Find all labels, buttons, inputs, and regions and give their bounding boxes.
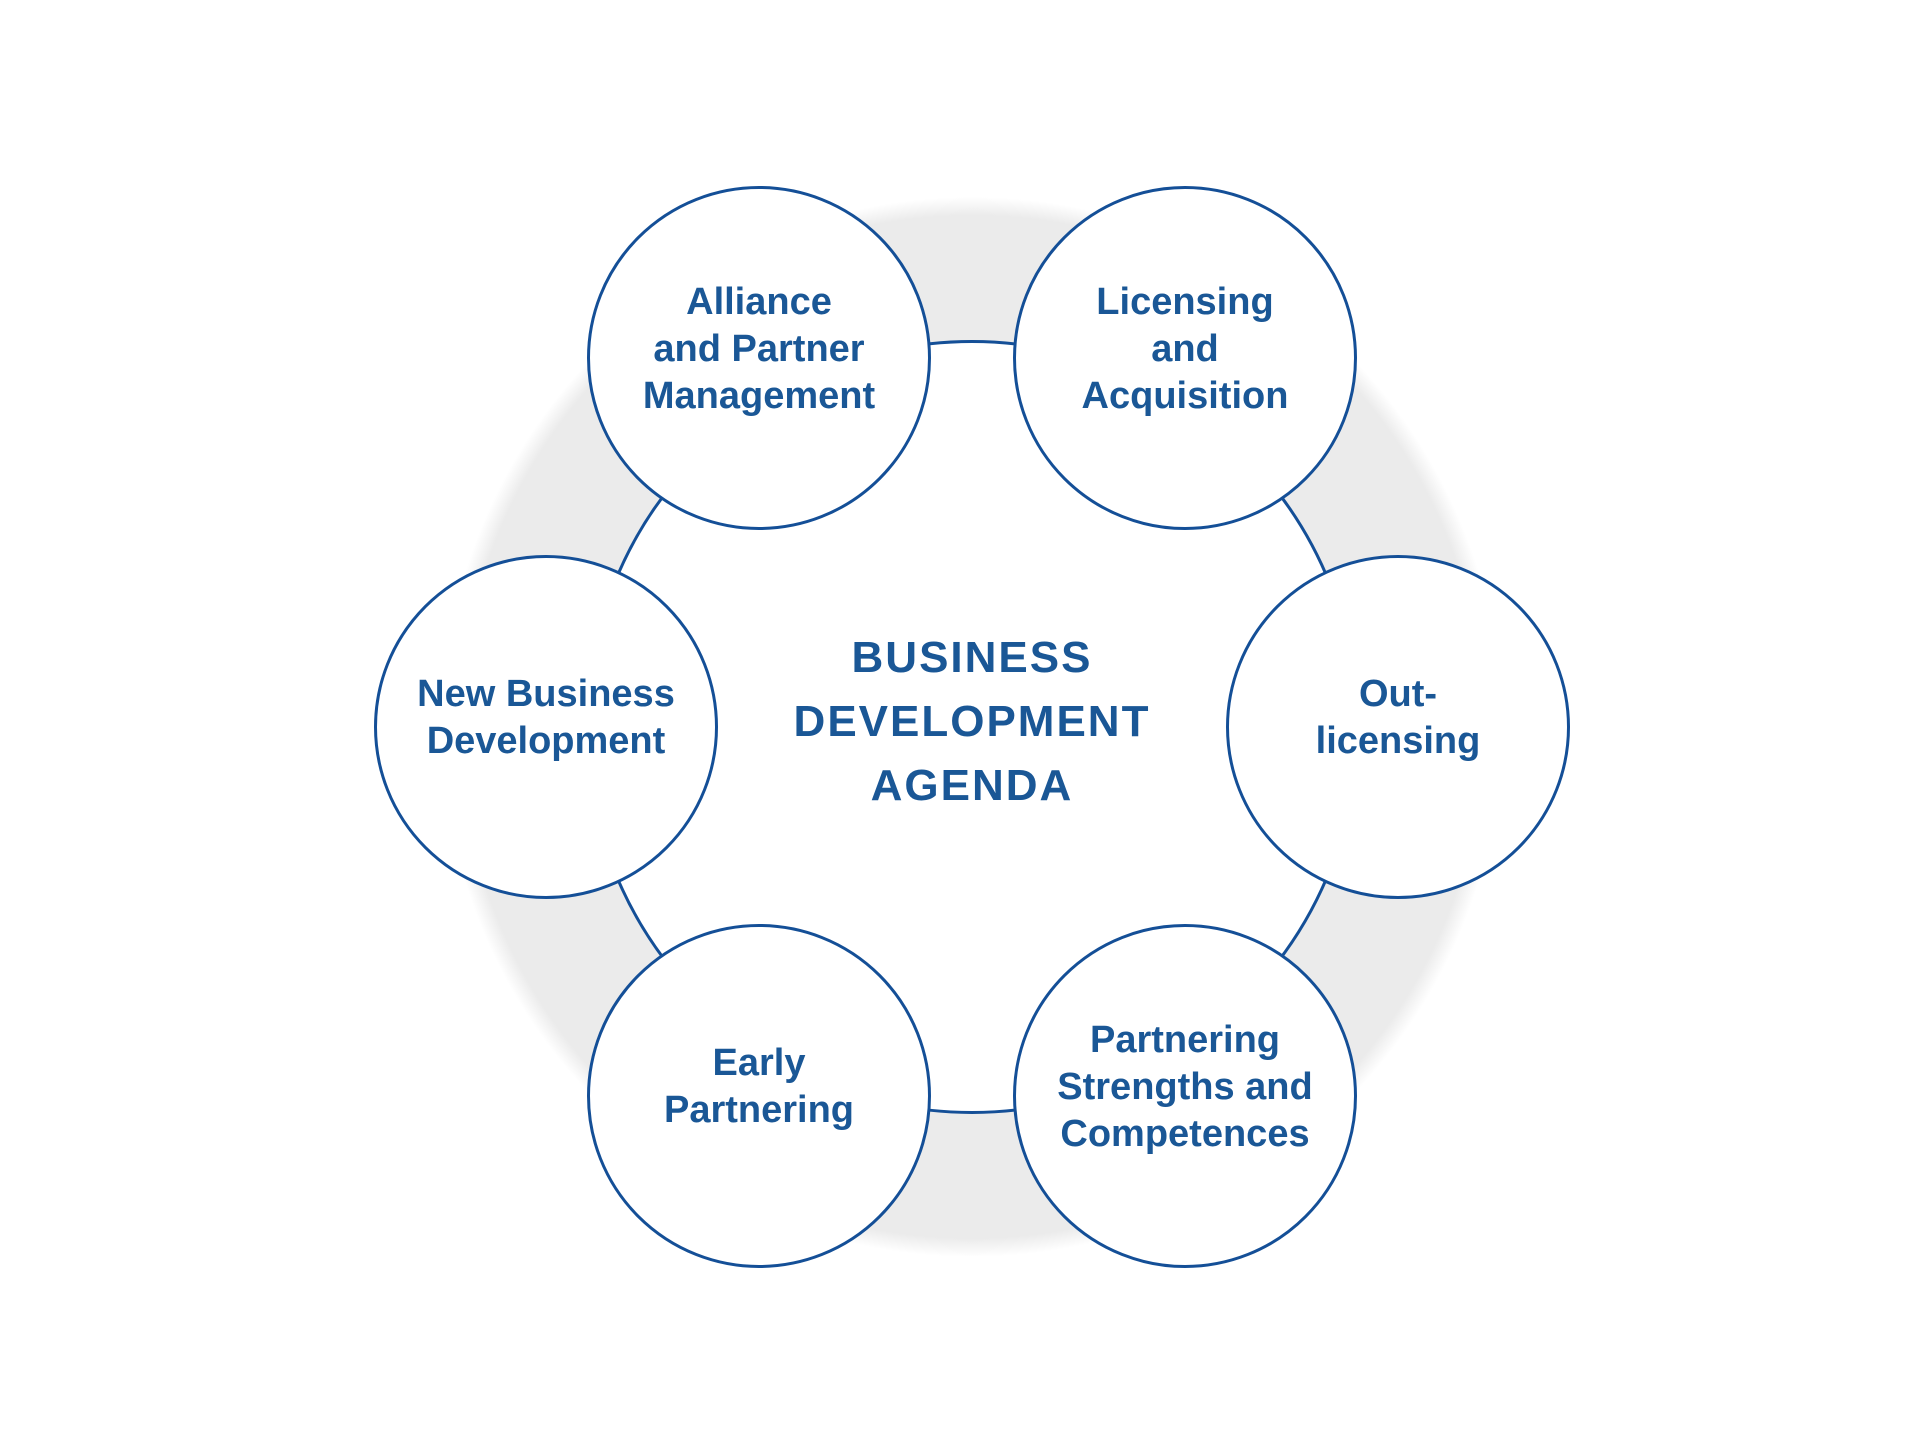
node-alliance-and-partner-management: Alliance and Partner Management <box>587 186 931 530</box>
node-label-partnering-strengths-and-competences: Partnering Strengths and Competences <box>1057 1018 1313 1155</box>
node-label-early-partnering: Early Partnering <box>663 1042 855 1131</box>
node-label-alliance-and-partner-management: Alliance and Partner Management <box>642 280 876 417</box>
node-out-licensing: Out- licensing <box>1226 555 1570 899</box>
node-label-new-business-development: New Business Development <box>417 673 675 762</box>
diagram-title: BUSINESS DEVELOPMENT AGENDA <box>793 633 1151 810</box>
node-label-out-licensing: Out- licensing <box>1315 673 1481 762</box>
node-early-partnering: Early Partnering <box>587 924 931 1268</box>
node-licensing-and-acquisition: Licensing and Acquisition <box>1013 186 1357 530</box>
node-new-business-development: New Business Development <box>374 555 718 899</box>
node-label-licensing-and-acquisition: Licensing and Acquisition <box>1081 280 1289 417</box>
node-partnering-strengths-and-competences: Partnering Strengths and Competences <box>1013 924 1357 1268</box>
